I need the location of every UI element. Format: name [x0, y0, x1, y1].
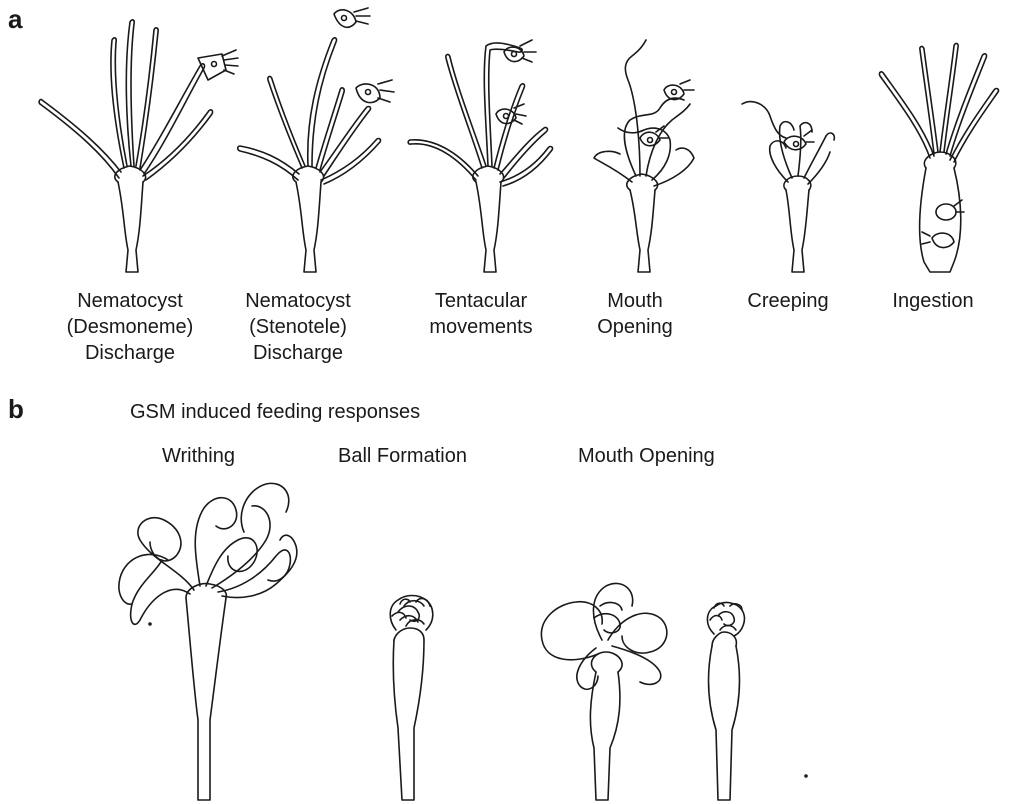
- hydra-ingestion: [879, 43, 998, 272]
- hydra-writhing: [119, 483, 297, 800]
- panel-b-heading: GSM induced feeding responses: [130, 400, 420, 424]
- hydra-mouth-opening-b-second: [707, 603, 744, 800]
- hydra-ball-formation: [390, 596, 433, 801]
- speck: [805, 775, 807, 777]
- caption-ingestion: Ingestion: [866, 288, 1000, 314]
- hydra-mouth-opening-b: [541, 583, 666, 800]
- caption-tentacular-movements: Tentacular movements: [408, 288, 554, 340]
- hydra-desmoneme-discharge: [39, 20, 238, 272]
- hydra-stenotele-discharge: [238, 8, 394, 272]
- label-ball-formation: Ball Formation: [338, 444, 467, 468]
- hydra-mouth-opening: [594, 40, 694, 272]
- caption-stenotele-discharge: Nematocyst (Stenotele) Discharge: [232, 288, 364, 366]
- caption-creeping: Creeping: [732, 288, 844, 314]
- hydra-creeping: [742, 102, 834, 272]
- caption-mouth-opening: Mouth Opening: [580, 288, 690, 340]
- caption-desmoneme-discharge: Nematocyst (Desmoneme) Discharge: [56, 288, 204, 366]
- speck: [149, 623, 151, 625]
- label-writhing: Writhing: [162, 444, 235, 468]
- label-mouth-opening-b: Mouth Opening: [578, 444, 715, 468]
- hydra-tentacular-movements: [408, 40, 552, 272]
